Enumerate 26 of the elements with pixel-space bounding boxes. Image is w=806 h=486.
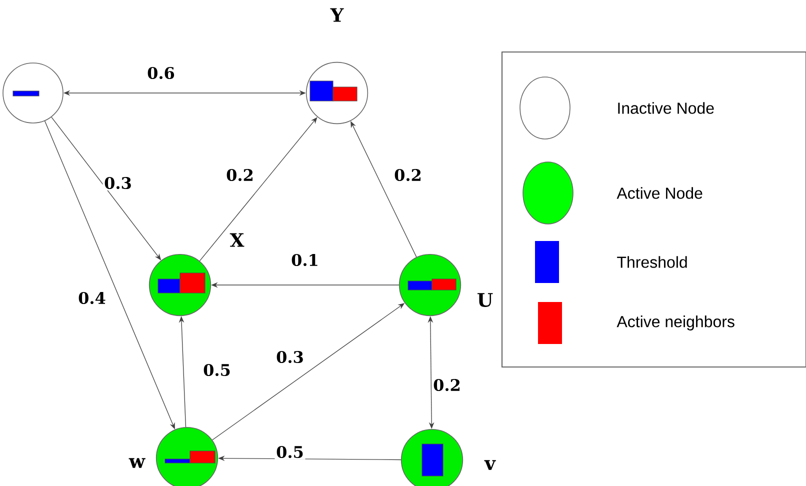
edge-label: 0.3 (102, 176, 134, 190)
node-circle (156, 426, 218, 486)
edge-label: 0.2 (392, 168, 424, 182)
edge-label: 0.6 (146, 66, 176, 80)
edge-label: 0.5 (202, 362, 232, 378)
node-label: v (484, 460, 496, 470)
edge-label: 0.2 (432, 378, 462, 392)
edge-label: 0.2 (224, 168, 256, 182)
legend-label: Threshold (617, 256, 687, 268)
legend-label: Inactive Node (618, 102, 714, 114)
node-circle (148, 254, 212, 316)
node-circle (400, 428, 464, 486)
edge-label: 0.1 (290, 252, 320, 268)
legend-label: Active neighbors (616, 316, 734, 330)
node-circle (2, 62, 64, 124)
node-label: U (478, 293, 493, 307)
node-label: X (230, 233, 244, 247)
edge-label: 0.3 (274, 350, 306, 364)
node-circle (306, 62, 368, 124)
node-label: w (128, 458, 146, 468)
legend-label: Active Node (616, 187, 702, 199)
node-circle (398, 254, 462, 316)
arrow (199, 117, 318, 262)
edge-label: 0.5 (274, 444, 306, 460)
node-label: Y (330, 8, 344, 22)
edge-label: 0.4 (76, 290, 108, 306)
